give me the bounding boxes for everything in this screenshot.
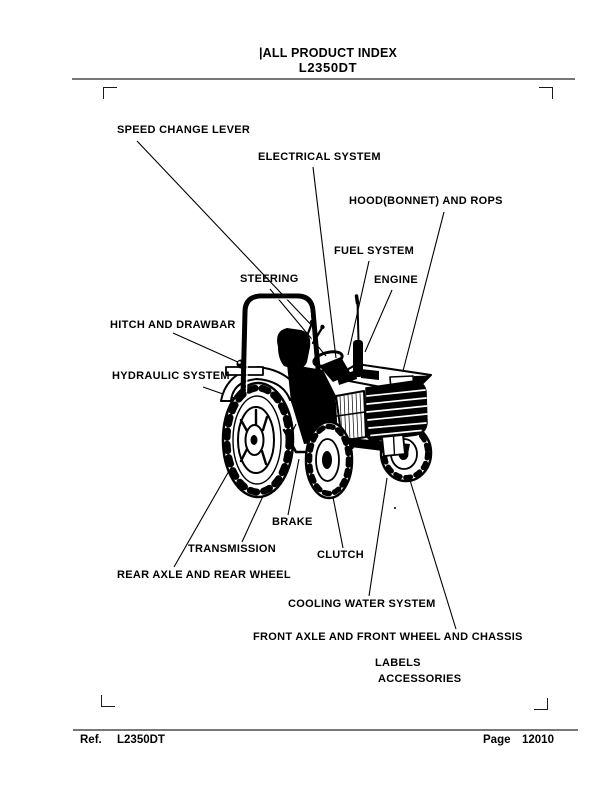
footer-ref-value: L2350DT: [117, 734, 165, 746]
diagram-label-transmission: TRANSMISSION: [188, 543, 276, 555]
leader-line-cooling-water-system: [368, 477, 388, 597]
front-grille: [365, 380, 428, 442]
diagram-label-front-axle-and-front-wheel-and-chassis: FRONT AXLE AND FRONT WHEEL AND CHASSIS: [253, 631, 523, 643]
crop-mark-bottom-right: [534, 698, 548, 710]
exhaust-pipe: [353, 294, 363, 377]
diagram-label-labels: LABELS: [375, 657, 421, 669]
leader-line-brake: [287, 458, 300, 516]
gear-levers: [303, 321, 324, 345]
tractor-illustration: [220, 293, 433, 509]
leader-line-speed-change-lever: [136, 140, 317, 331]
crop-mark-top-left: [103, 87, 117, 99]
seat: [277, 328, 311, 370]
leader-line-clutch: [331, 491, 344, 549]
diagram-label-hydraulic-system: HYDRAULIC SYSTEM: [112, 370, 230, 382]
diagram-label-fuel-system: FUEL SYSTEM: [334, 245, 415, 257]
diagram-label-engine: ENGINE: [374, 274, 418, 286]
diagram-label-speed-change-lever: SPEED CHANGE LEVER: [117, 124, 251, 136]
front-left-wheel: [304, 420, 354, 500]
diagram-label-cooling-water-system: COOLING WATER SYSTEM: [288, 598, 436, 610]
page-title-index: |ALL PRODUCT INDEX: [258, 46, 398, 60]
diagram-label-brake: BRAKE: [272, 516, 313, 528]
page-title-model: L2350DT: [298, 60, 358, 75]
rops-bar: [240, 293, 323, 396]
footer-ref-label: Ref.: [80, 734, 102, 746]
diagram-label-rear-axle-and-rear-wheel: REAR AXLE AND REAR WHEEL: [117, 569, 291, 581]
diagram-label-accessories: ACCESSORIES: [378, 673, 462, 685]
speck: [394, 507, 396, 509]
crop-mark-bottom-left: [101, 695, 115, 707]
leader-line-hitch-and-drawbar: [172, 332, 241, 364]
diagram-label-electrical-system: ELECTRICAL SYSTEM: [258, 151, 381, 163]
leader-line-electrical-system: [312, 166, 337, 359]
dash-cowl: [319, 357, 351, 382]
diagram-label-clutch: CLUTCH: [317, 549, 365, 561]
diagram-label-hitch-and-drawbar: HITCH AND DRAWBAR: [110, 319, 236, 331]
leader-line-engine: [364, 289, 393, 353]
diagram-label-hood-bonnet-and-rops: HOOD(BONNET) AND ROPS: [349, 195, 503, 207]
footer-page-value: 12010: [522, 734, 554, 746]
steering-wheel: [312, 350, 344, 368]
footer-page-label: Page: [483, 734, 511, 746]
rear-wheel: [221, 381, 295, 499]
leader-line-front-axle-and-front-wheel-and-chassis: [408, 476, 457, 630]
footer-rule: [73, 729, 578, 731]
leader-line-hood-bonnet-and-rops: [402, 211, 445, 372]
crop-mark-top-right: [539, 87, 553, 99]
diagram-label-steering: STEERING: [240, 273, 299, 285]
header-rule: [72, 78, 575, 80]
